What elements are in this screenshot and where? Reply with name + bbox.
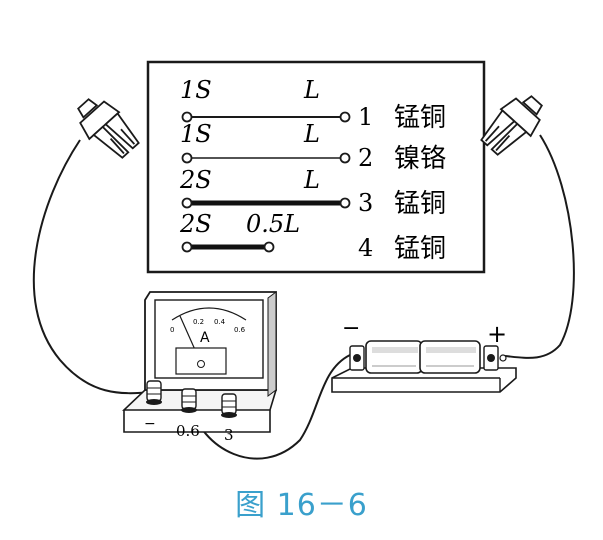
ammeter-zero-screw	[197, 360, 205, 368]
wire-1-left-terminal	[181, 111, 193, 123]
wire-4-material: 锰铜	[394, 234, 446, 264]
ammeter-needle	[179, 315, 197, 353]
wire-2-number: 2	[358, 144, 373, 172]
battery-holder: − +	[331, 316, 517, 393]
wire-row-4: 2S 0.5L 4 锰铜	[179, 210, 446, 264]
left-alligator-clip[interactable]	[69, 90, 143, 166]
ammeter-scale-arc	[171, 307, 247, 321]
wire-3-material: 锰铜	[394, 189, 446, 219]
lead-wire-right	[504, 134, 575, 359]
wire-3-right-terminal	[339, 197, 351, 209]
wire-1-number: 1	[358, 103, 373, 131]
wire-2-length-label: L	[303, 120, 320, 148]
wire-1-area-label: 1S	[180, 76, 212, 104]
wire-1-right-terminal	[339, 111, 351, 123]
wire-2-material: 镍铬	[394, 144, 446, 174]
ammeter-terminal-3[interactable]	[221, 393, 237, 418]
ammeter-terminal-0.6-label: 0.6	[176, 422, 200, 440]
ammeter-tick-0: 0	[170, 326, 174, 334]
battery-terminal-minus[interactable]	[349, 345, 365, 371]
ammeter-face-letter: A	[200, 330, 210, 346]
wire-1-length-label: L	[303, 76, 320, 104]
wire-4-number: 4	[358, 234, 373, 262]
ammeter-tick-0.6: 0.6	[234, 326, 246, 334]
ammeter-tick-0.2: 0.2	[193, 318, 204, 326]
wire-3-number: 3	[358, 189, 373, 217]
wire-3-area-label: 2S	[179, 166, 212, 194]
wire-2-area-label: 1S	[180, 120, 212, 148]
battery-plus-label: +	[487, 320, 507, 348]
lead-wire-meter-to-battery	[189, 354, 351, 460]
wire-2-right-terminal	[339, 152, 351, 164]
ammeter-terminal-minus-label: −	[144, 416, 156, 432]
ammeter-side-shade	[267, 291, 277, 397]
wire-row-3: 2S L 3 锰铜	[179, 166, 446, 219]
ammeter-tick-0.4: 0.4	[214, 318, 226, 326]
ammeter: 0 0.2 0.4 0.6 A − 0.6 3	[122, 291, 278, 444]
wire-3-length-label: L	[303, 166, 320, 194]
right-alligator-clip[interactable]	[477, 87, 551, 163]
wire-row-1: 1S L 1 锰铜	[180, 76, 446, 133]
ammeter-terminal-minus[interactable]	[146, 380, 162, 405]
wire-4-right-terminal	[263, 241, 275, 253]
figure-caption: 图 16－6	[235, 488, 368, 523]
battery-cells	[365, 340, 481, 374]
ammeter-terminal-0.6[interactable]	[181, 388, 197, 413]
wire-4-length-label: 0.5L	[246, 210, 300, 238]
battery-terminal-plus[interactable]	[483, 345, 507, 371]
wire-board	[146, 60, 486, 274]
wire-3-left-terminal	[181, 197, 193, 209]
wire-4-area-label: 2S	[179, 210, 212, 238]
ammeter-terminal-3-label: 3	[224, 426, 234, 444]
wire-2-left-terminal	[181, 152, 193, 164]
wire-4-left-terminal	[181, 241, 193, 253]
battery-minus-label: −	[342, 316, 360, 341]
lead-wire-left	[32, 139, 153, 395]
wire-1-material: 锰铜	[394, 103, 446, 133]
wire-row-2: 1S L 2 镍铬	[180, 120, 446, 174]
